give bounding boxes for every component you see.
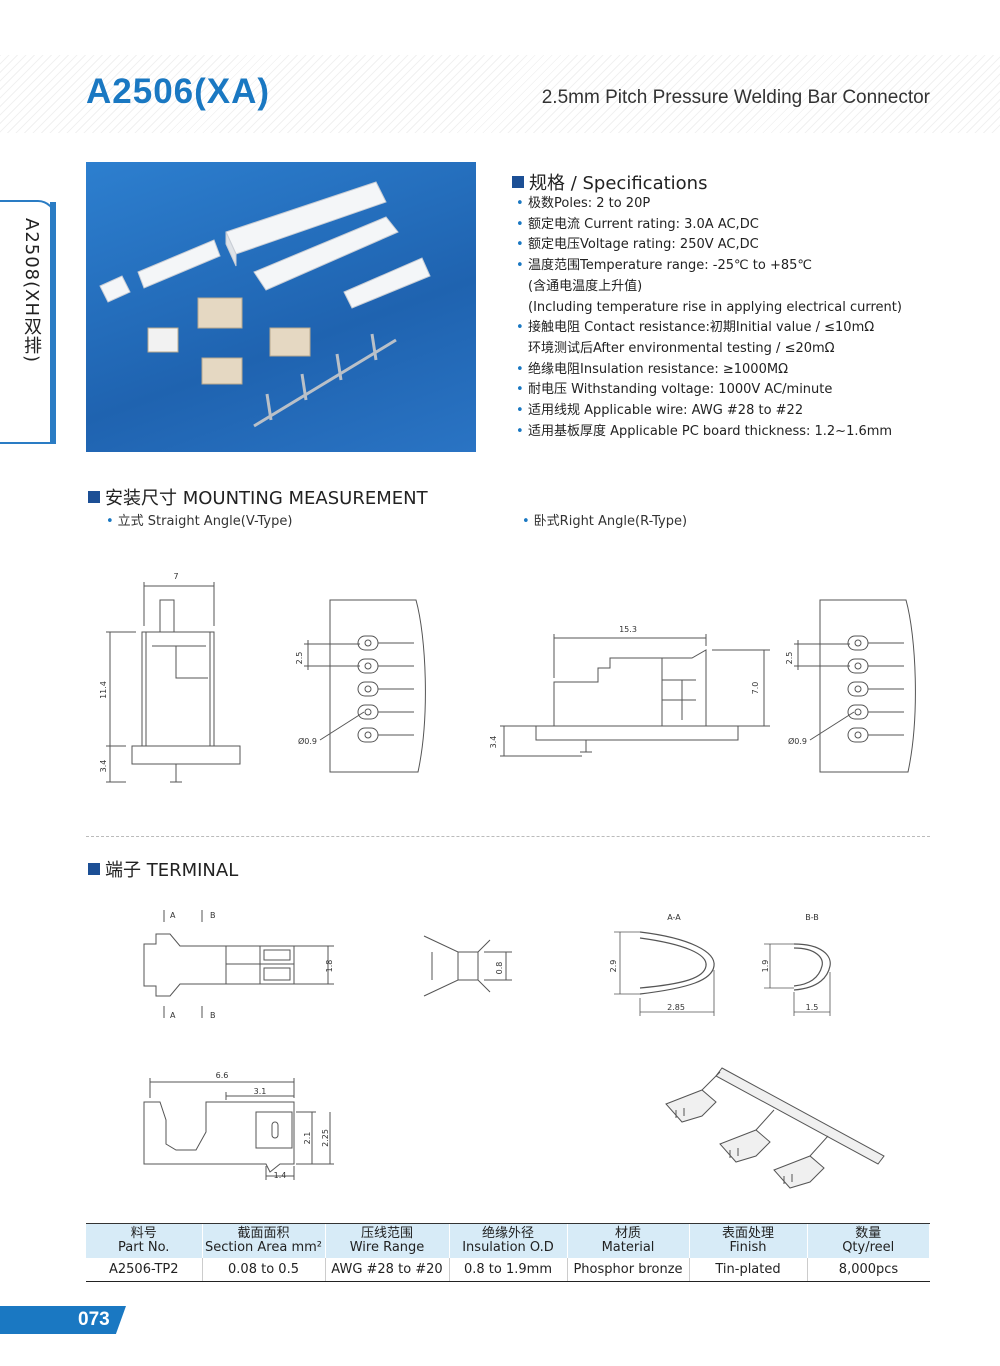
right-angle-label: •卧式Right Angle(R-Type) xyxy=(522,514,688,529)
dim-tail: 3.4 xyxy=(489,736,498,749)
page-title: A2506(XA) xyxy=(86,72,271,111)
cell-part-no: A2506-TP2 xyxy=(86,1258,202,1282)
spec-item: 适用基板厚度 Applicable PC board thickness: 1.… xyxy=(516,422,976,443)
v-type-drawing: 7 11.4 3.4 xyxy=(99,572,241,783)
dim-height: 1.9 xyxy=(761,960,770,973)
terminal-front-view: 0.8 xyxy=(423,935,512,997)
dim-pitch: 2.5 xyxy=(785,652,794,665)
dim-tail: 3.4 xyxy=(99,760,108,773)
spec-item: 额定电压Voltage rating: 250V AC,DC xyxy=(516,235,976,256)
dim-height: 11.4 xyxy=(99,681,108,699)
dim-hole: Ø0.9 xyxy=(788,736,807,746)
spec-item: 绝缘电阻Insulation resistance: ≥1000MΩ xyxy=(516,360,976,381)
header-band xyxy=(0,55,1000,133)
product-photo xyxy=(86,162,476,452)
specifications-heading: 规格 / Specifications xyxy=(512,169,707,195)
spec-item: 耐电压 Withstanding voltage: 1000V AC/minut… xyxy=(516,380,976,401)
dim-crimp-length: 3.1 xyxy=(254,1087,267,1096)
section-mark-b: B xyxy=(210,1011,216,1020)
side-tab[interactable] xyxy=(0,200,56,444)
dim-hole: Ø0.9 xyxy=(298,736,317,746)
terminal-heading: 端子 TERMINAL xyxy=(88,856,238,882)
dim-length: 15.3 xyxy=(619,625,637,634)
bullet-square-icon xyxy=(88,491,100,503)
section-title: B-B xyxy=(805,913,819,922)
spec-item: 环境测试后After environmental testing / ≤20mΩ xyxy=(528,340,835,356)
section-title: A-A xyxy=(667,913,681,922)
spec-item: 温度范围Temperature range: -25℃ to +85℃ xyxy=(516,256,976,277)
terminal-reel-illustration xyxy=(665,1067,885,1189)
side-tab-label: A2508(XH双排) xyxy=(21,218,42,364)
spec-item: 额定电流 Current rating: 3.0A AC,DC xyxy=(516,215,976,236)
cell-insulation-od: 0.8 to 1.9mm xyxy=(448,1258,567,1282)
cell-section-area: 0.08 to 0.5 xyxy=(201,1258,325,1282)
bullet-square-icon xyxy=(88,863,100,875)
connector-photo-illustration xyxy=(99,181,431,428)
mounting-heading: 安装尺寸 MOUNTING MEASUREMENT xyxy=(88,484,428,510)
page-subtitle: 2.5mm Pitch Pressure Welding Bar Connect… xyxy=(541,87,930,108)
cell-qty: 8,000pcs xyxy=(806,1258,930,1282)
dim-height: 0.8 xyxy=(495,962,504,975)
section-mark-a: A xyxy=(170,1011,176,1020)
straight-angle-label: •立式 Straight Angle(V-Type) xyxy=(106,514,293,529)
r-type-drawing: 15.3 7.0 3.4 xyxy=(489,625,770,757)
section-mark-b: B xyxy=(210,911,216,920)
page-number-badge: 073 xyxy=(0,1306,126,1334)
cell-wire-range: AWG #28 to #20 xyxy=(324,1258,449,1282)
section-mark-a: A xyxy=(170,911,176,920)
dim-pitch: 2.5 xyxy=(295,652,304,665)
r-type-pcb-layout: 2.5 Ø0.9 xyxy=(785,599,916,773)
terminal-top-view: A B A B 1.8 xyxy=(143,910,334,1020)
specifications-list: 极数Poles: 2 to 20P 额定电流 Current rating: 3… xyxy=(516,194,976,442)
spec-item: (Including temperature rise in applying … xyxy=(528,299,902,315)
dim-depth: 1.5 xyxy=(806,1003,819,1012)
spec-item: (含通电温度上升值) xyxy=(528,278,643,294)
v-type-pcb-layout: 2.5 Ø0.9 xyxy=(295,599,426,773)
dim-depth: 2.85 xyxy=(667,1003,685,1012)
dim-height-total: 2.25 xyxy=(321,1129,330,1147)
page-number: 073 xyxy=(78,1309,110,1330)
spec-item: 接触电阻 Contact resistance:初期Initial value … xyxy=(516,318,976,339)
dim-length: 6.6 xyxy=(216,1071,229,1080)
terminal-side-view: 6.6 3.1 2.1 2.25 1.4 xyxy=(143,1071,334,1180)
spec-item: 极数Poles: 2 to 20P xyxy=(516,194,976,215)
table-row: A2506-TP2 0.08 to 0.5 AWG #28 to #20 0.8… xyxy=(86,1258,930,1282)
dim-width: 1.8 xyxy=(325,960,334,973)
section-divider xyxy=(86,836,930,837)
dim-height: 2.1 xyxy=(303,1132,312,1145)
section-b-b: B-B 1.9 1.5 xyxy=(761,913,831,1016)
dim-contact: 1.4 xyxy=(274,1171,287,1180)
cell-finish: Tin-plated xyxy=(688,1258,807,1282)
dim-width: 7 xyxy=(173,572,178,581)
dim-height: 7.0 xyxy=(751,682,760,695)
table-top-rule xyxy=(86,1223,930,1224)
section-a-a: A-A 2.9 2.85 xyxy=(609,913,715,1016)
spec-item: 适用线规 Applicable wire: AWG #28 to #22 xyxy=(516,401,976,422)
cell-material: Phosphor bronze xyxy=(566,1258,689,1282)
bullet-square-icon xyxy=(512,176,524,188)
dim-height: 2.9 xyxy=(609,960,618,973)
